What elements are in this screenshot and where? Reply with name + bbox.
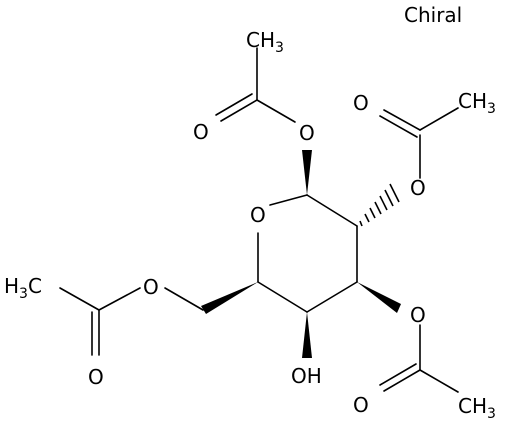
bond-carbonyl-o-1b [215, 93, 253, 116]
wedge-c5-ch2 [201, 282, 258, 314]
bond-o6-carbonyl [98, 287, 141, 311]
hydroxyl-label: OH [291, 364, 322, 388]
bond-c3-c4 [306, 281, 358, 313]
hash-c2-o [359, 183, 400, 227]
bond-carbonyl2-ch3 [419, 107, 459, 131]
c2-methyl-label: CH3 [458, 89, 496, 117]
wedge-c1-o [302, 150, 312, 195]
anomeric-oxygen-label: O [299, 121, 315, 145]
wedge-c3-o [357, 282, 401, 313]
ring-oxygen-label: O [250, 203, 266, 227]
bond-carbonyl6-ch3 [59, 287, 100, 311]
bond-carbonyl3-ch3 [419, 369, 459, 393]
anomeric-methyl-label: CH3 [246, 28, 284, 56]
c3-oxygen-label: O [410, 303, 426, 327]
wedge-c4-oh [302, 312, 312, 358]
bond-carbonyl2-o-a [383, 109, 421, 131]
c2-oxygen-label: O [410, 176, 426, 200]
bond-ch2-o6 [164, 287, 204, 311]
c6-oxygen-label: O [143, 275, 159, 299]
bond-c4-c5 [257, 281, 308, 313]
c3-carbonyl-oxygen-label: O [353, 393, 369, 417]
bond-carbonyl-o-1a [220, 99, 258, 122]
anomeric-carbonyl-oxygen-label: O [193, 120, 209, 144]
bond-carbonyl3-o-a [383, 369, 421, 392]
c2-carbonyl-oxygen-label: O [353, 91, 369, 115]
bond-o1-carbonyl [256, 99, 296, 123]
bond-carbonyl3-o-b [379, 363, 417, 386]
bond-carbonyl2-o-b [379, 115, 418, 138]
bond-ringO-c1 [269, 194, 308, 206]
c3-methyl-label: CH3 [458, 394, 496, 422]
bond-c1-c2 [306, 194, 358, 227]
c6-carbonyl-oxygen-label: O [88, 365, 104, 389]
chiral-label: Chiral [404, 3, 462, 27]
c6-methyl-label: H3C [4, 274, 42, 302]
